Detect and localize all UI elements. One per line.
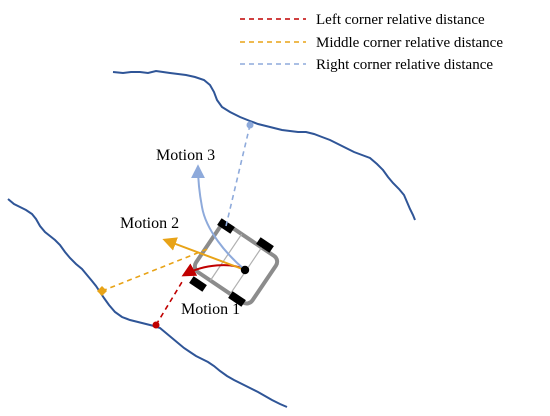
- vehicle-inner-line-1: [209, 233, 243, 281]
- vehicle-frame: [192, 222, 280, 306]
- motion-1-label: Motion 1: [181, 301, 240, 318]
- left-corner-marker: [152, 321, 160, 329]
- legend-label-right: Right corner relative distance: [316, 57, 493, 73]
- legend-label-left: Left corner relative distance: [316, 12, 485, 28]
- vehicle-icon: [189, 218, 280, 307]
- wheel-rear-left: [189, 276, 207, 292]
- legend-label-middle: Middle corner relative distance: [316, 35, 503, 51]
- wheel-front-right: [256, 237, 274, 253]
- upper-boundary-line: [112, 69, 416, 221]
- left-corner-distance-line: [155, 281, 183, 326]
- lower-boundary-line: [7, 198, 288, 408]
- wheel-rear-right: [228, 291, 246, 307]
- motion-2-arrow: [162, 237, 246, 271]
- middle-corner-distance-line: [101, 247, 211, 292]
- right-corner-marker: [246, 121, 254, 129]
- middle-corner-marker: [97, 286, 107, 296]
- rotation-center-point: [240, 265, 250, 275]
- motion-3-arrow: [191, 164, 246, 271]
- motion-2-label: Motion 2: [120, 215, 179, 232]
- right-corner-distance-line: [225, 124, 251, 227]
- motion-3-label: Motion 3: [156, 147, 215, 164]
- legend: Left corner relative distance Middle cor…: [240, 12, 503, 73]
